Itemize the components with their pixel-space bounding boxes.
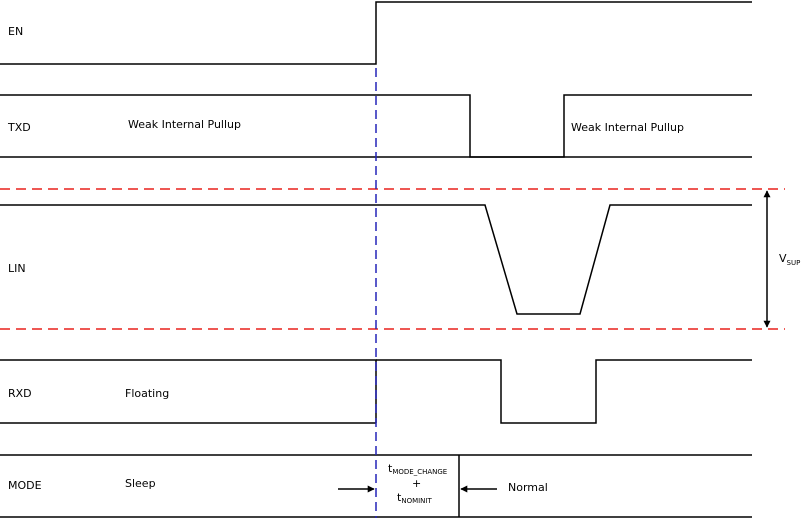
rxd-waveform-after (376, 359, 752, 424)
mode-normal-label: Normal (508, 481, 548, 494)
mode-sleep-label: Sleep (125, 477, 156, 490)
rxd-waveform (0, 359, 377, 423)
lin-waveform (0, 204, 752, 315)
mode-change-time-label: tMODE_CHANGE (388, 462, 447, 476)
en-signal-label: EN (8, 25, 23, 38)
nominit-time-label: tNOMINIT (397, 491, 432, 505)
txd-note-after: Weak Internal Pullup (571, 121, 684, 134)
txd-note-before: Weak Internal Pullup (128, 118, 241, 131)
timing-plus-sign: + (412, 477, 421, 490)
rxd-note: Floating (125, 387, 169, 400)
lin-signal-label: LIN (8, 262, 26, 275)
vsup-label: VSUP (779, 252, 800, 267)
rxd-signal-label: RXD (8, 387, 32, 400)
en-waveform (0, 1, 752, 65)
txd-waveform (0, 94, 752, 158)
txd-signal-label: TXD (7, 121, 31, 134)
mode-signal-label: MODE (8, 479, 42, 492)
